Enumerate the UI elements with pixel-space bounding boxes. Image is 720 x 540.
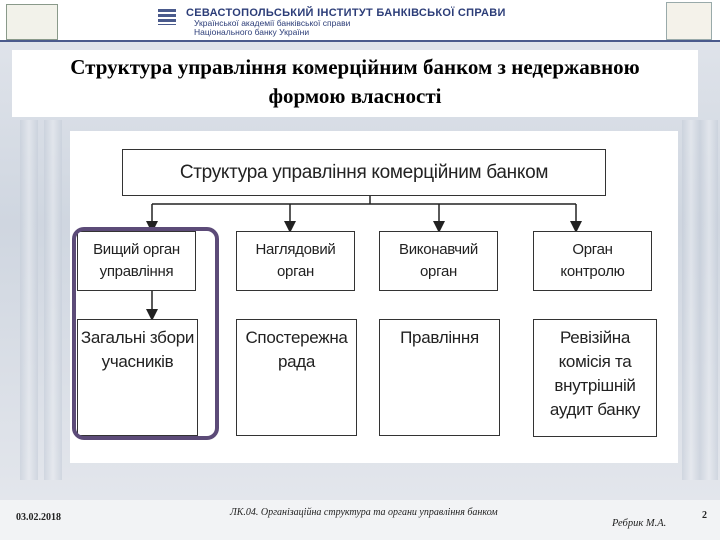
footer-author: Ребрик М.А. [612,518,667,529]
connector-lines [146,196,582,321]
supervisory-board-line2: рада [277,352,316,371]
control-body-line2: контролю [560,263,625,280]
org-structure-diagram: Структура управління комерційним банком … [70,131,678,463]
institute-subtitle-line1: Української академії банківської справи [194,18,351,28]
audit-commission-line4: аудит банку [549,400,641,419]
highest-body-line2: управління [99,263,174,280]
executive-body-box: Виконавчий орган [379,231,498,291]
highest-body-line1: Вищий орган [93,241,180,258]
executive-body-line1: Виконавчий [399,241,478,258]
audit-commission-line1: Ревізійна [559,328,631,347]
institute-logo [6,4,58,40]
footer-date: 03.02.2018 [16,512,61,523]
institute-subtitle-line2: Національного банку України [194,27,310,37]
slide-title: Структура управління комерційним банком … [12,50,698,117]
management-board-line1: Правління [400,328,479,347]
supervisory-body-box: Наглядовий орган [236,231,355,291]
page-number: 2 [702,510,707,521]
institute-name: СЕВАСТОПОЛЬСЬКИЙ ІНСТИТУТ БАНКІВСЬКОЇ СП… [186,7,506,19]
audit-commission-line2: комісія та [558,352,632,371]
supervisory-body-line1: Наглядовий [255,241,336,258]
slide-title-line2: формою власності [268,84,442,108]
flag-icon [158,9,176,25]
general-meeting-line1: Загальні збори [80,328,195,347]
slide-header: СЕВАСТОПОЛЬСЬКИЙ ІНСТИТУТ БАНКІВСЬКОЇ СП… [0,0,720,40]
general-meeting-box: Загальні збори учасників [77,319,198,436]
audit-commission-box: Ревізійна комісія та внутрішній аудит ба… [533,319,657,437]
slide-title-line1: Структура управління комерційним банком … [70,55,640,79]
executive-body-line2: орган [420,263,457,280]
footer-lecture-title: ЛК.04. Організаційна структура та органи… [230,507,498,518]
slide-footer [0,500,720,540]
management-board-box: Правління [379,319,500,436]
header-divider [0,40,720,42]
supervisory-body-line2: орган [277,263,314,280]
control-body-box: Орган контролю [533,231,652,291]
diagram-root-box: Структура управління комерційним банком [122,149,606,196]
highlight-frame [72,227,219,440]
supervisory-board-box: Спостережна рада [236,319,357,436]
general-meeting-line2: учасників [101,352,174,371]
institute-subtitle: Української академії банківської справи … [194,19,350,37]
audit-commission-line3: внутрішній [554,376,636,395]
highest-body-box: Вищий орган управління [77,231,196,291]
bank-emblem [666,2,712,40]
supervisory-board-line1: Спостережна [245,328,348,347]
control-body-line1: Орган [572,241,613,258]
